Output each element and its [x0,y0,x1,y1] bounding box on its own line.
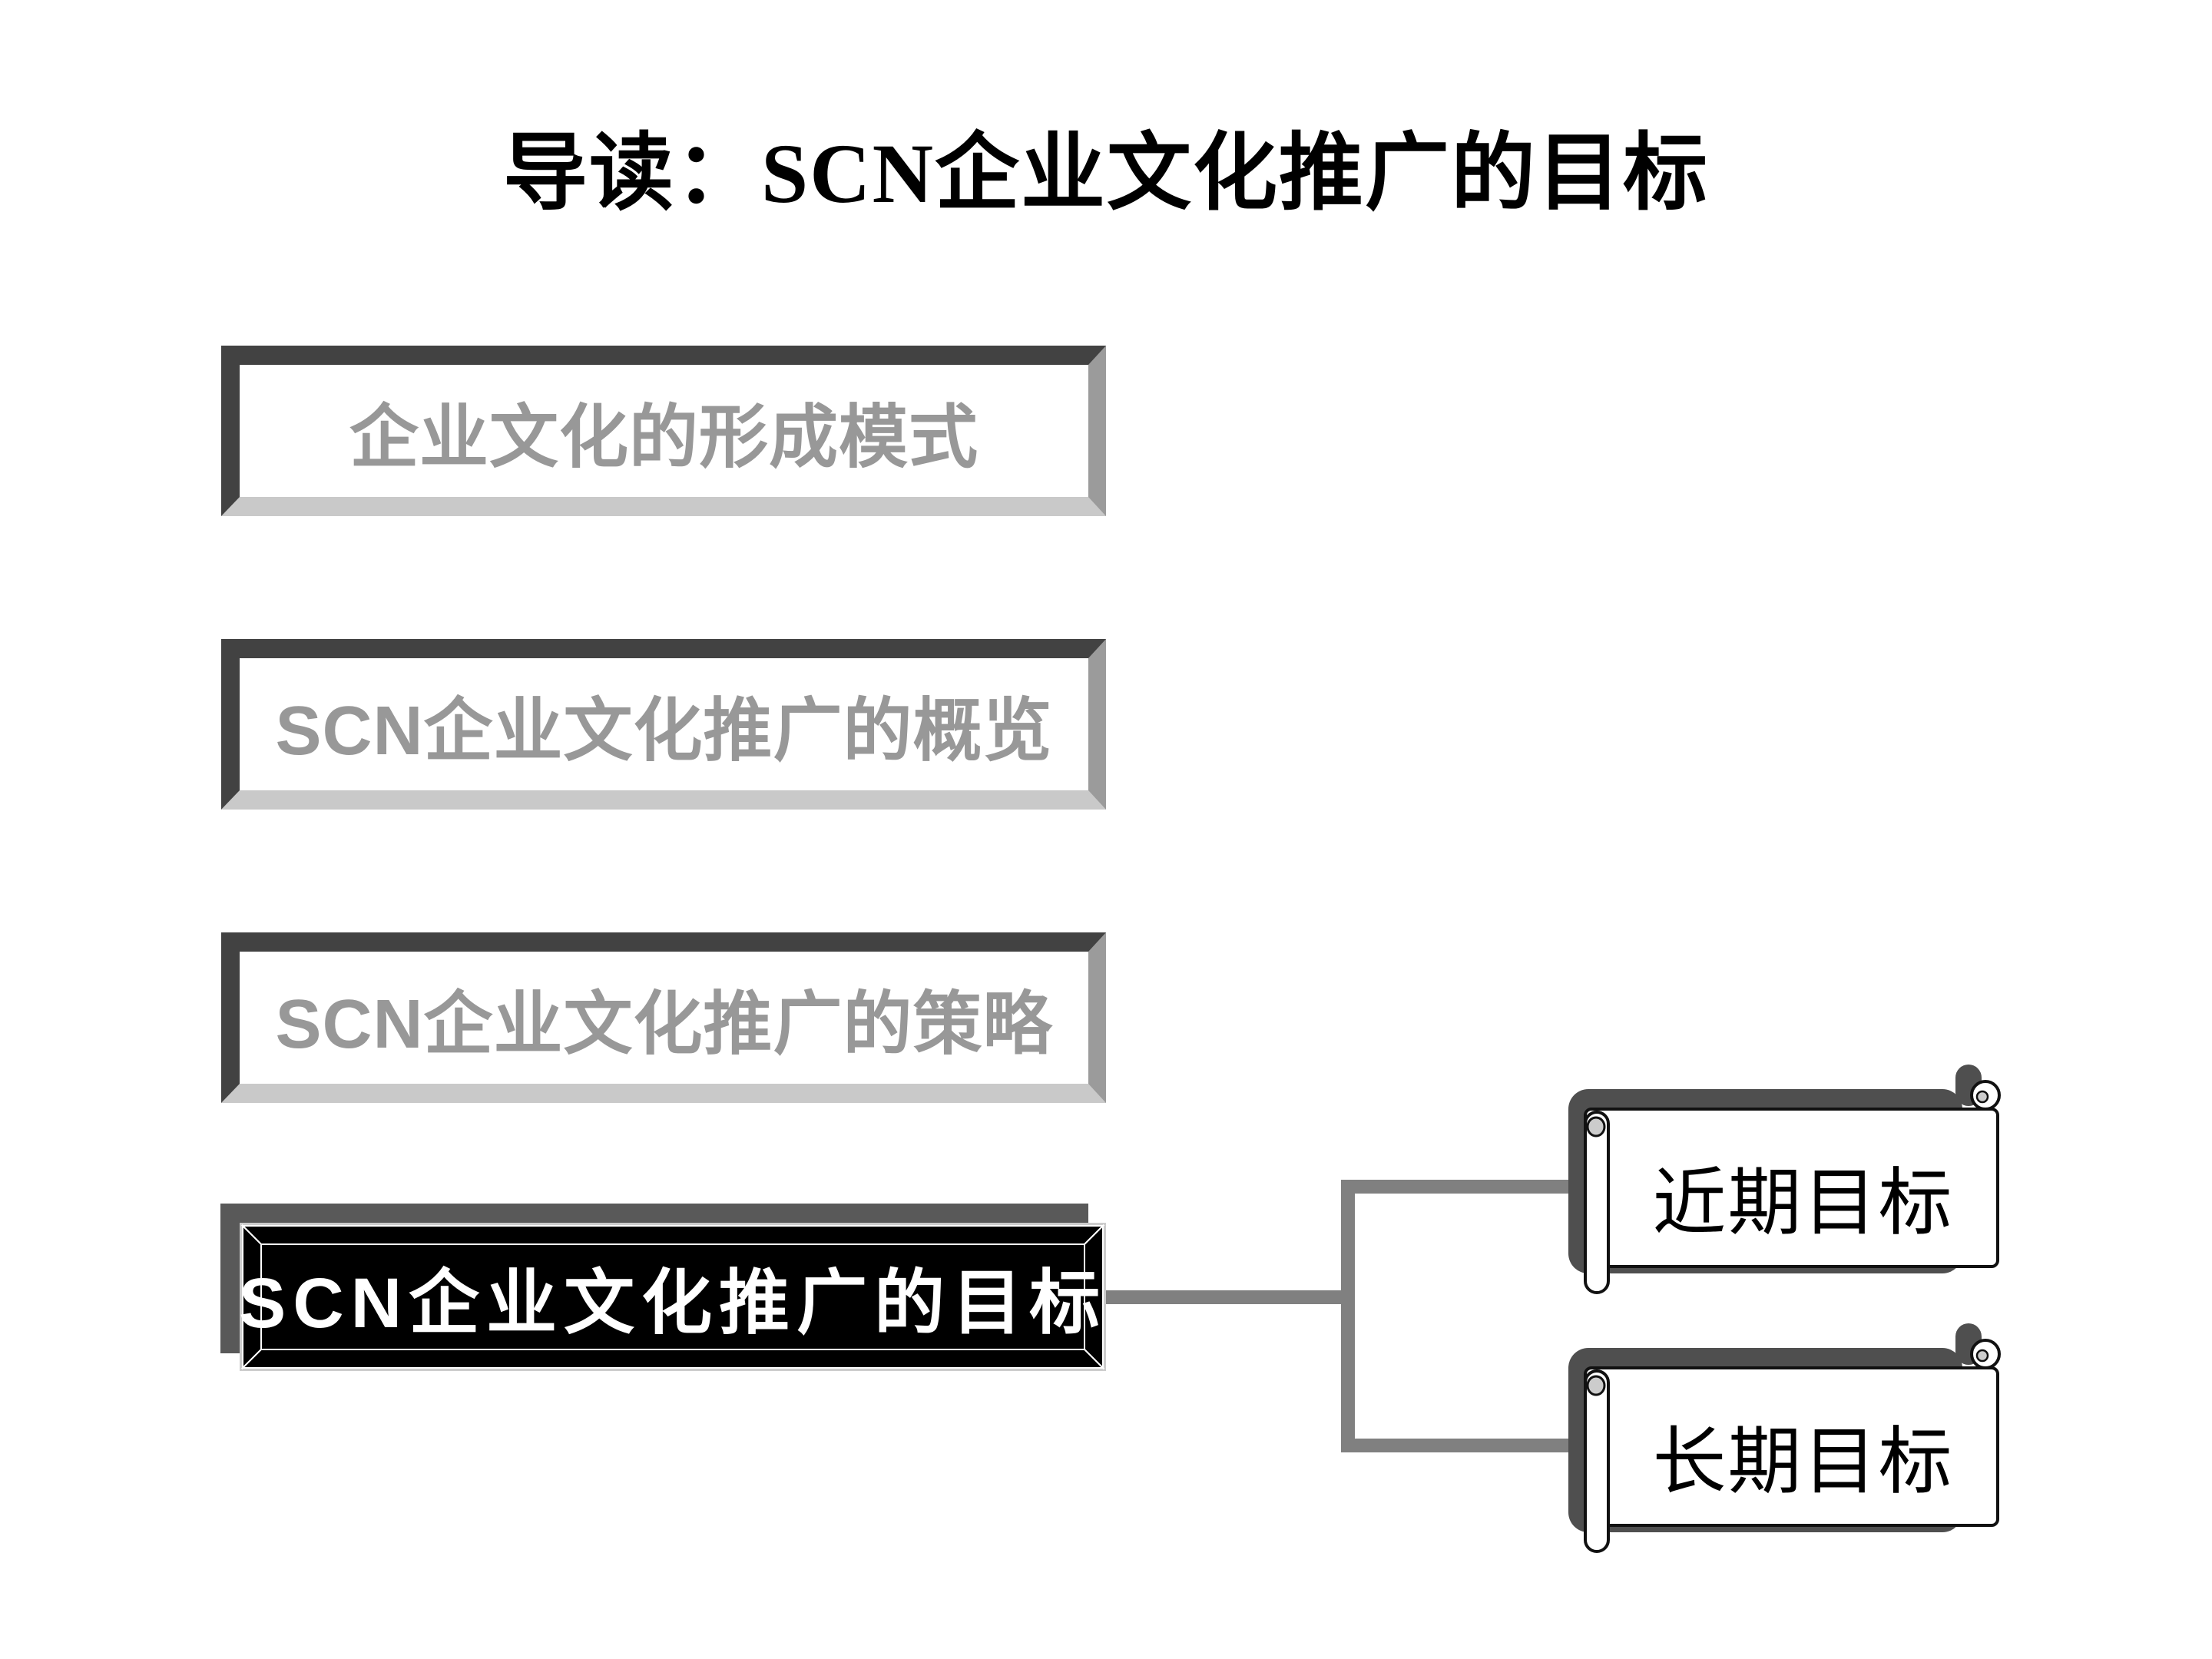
active-box-bevel-shape[interactable] [240,1223,1106,1371]
nav-item-culture-formation-model[interactable]: 企业文化的形成模式 [221,346,1106,516]
nav-item-promotion-strategy[interactable]: SCN企业文化推广的策略 [221,932,1106,1103]
nav-item-label: 企业文化的形成模式 [349,399,979,476]
goal-long-term-label: 长期目标 [1652,1421,1954,1503]
slide-title: 导读：SCN企业文化推广的目标 [502,127,1710,220]
connector-line-vertical [1341,1180,1355,1452]
nav-item-promotion-overview[interactable]: SCN企业文化推广的概览 [221,639,1106,810]
goal-near-term-label: 近期目标 [1652,1162,1954,1244]
connector-line-main [1106,1290,1355,1304]
nav-item-promotion-goals-active: SCN企业文化推广的目标 [238,1264,1108,1343]
scroll-shape-near-term [1568,1065,2001,1294]
scroll-shape-long-term [1568,1323,2001,1553]
nav-item-label: SCN企业文化推广的策略 [275,986,1053,1063]
connector-line-branch-top [1348,1180,1598,1194]
connector-line-branch-bottom [1348,1439,1598,1452]
nav-item-label: SCN企业文化推广的概览 [275,693,1053,770]
